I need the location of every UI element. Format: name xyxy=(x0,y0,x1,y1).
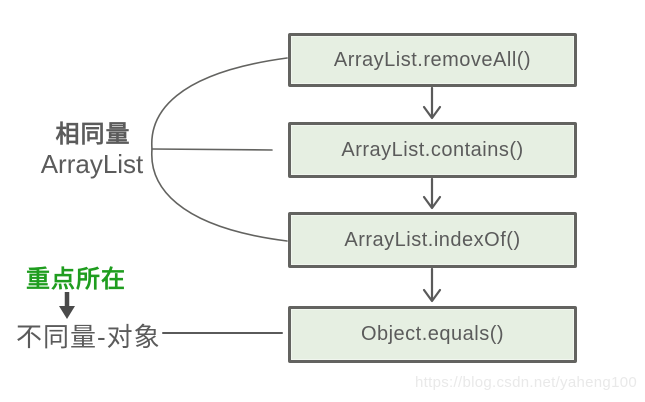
flow-box-equals: Object.equals() xyxy=(288,306,577,363)
flow-box-removeall-label: ArrayList.removeAll() xyxy=(333,48,532,71)
watermark-url: https://blog.csdn.net/yaheng100 xyxy=(415,374,637,391)
label-different-object: 不同量-对象 xyxy=(16,322,161,352)
flow-box-removeall: ArrayList.removeAll() xyxy=(288,33,577,87)
fan-curve-top xyxy=(151,57,288,150)
label-key-point: 重点所在 xyxy=(26,266,126,293)
flow-box-indexof-label: ArrayList.indexOf() xyxy=(344,228,521,251)
flow-box-indexof: ArrayList.indexOf() xyxy=(288,212,577,268)
label-arraylist: ArrayList xyxy=(40,149,144,179)
arrow-box2-box3 xyxy=(422,177,442,210)
flow-box-contains-label: ArrayList.contains() xyxy=(341,138,524,161)
flow-box-equals-label: Object.equals() xyxy=(360,323,505,345)
arrow-box3-box4 xyxy=(422,267,442,303)
label-same-quantity: 相同量 xyxy=(55,121,131,148)
fan-curve-bottom xyxy=(151,148,288,242)
arrow-box1-box2 xyxy=(422,86,442,120)
flow-box-contains: ArrayList.contains() xyxy=(288,122,577,178)
fan-line-middle xyxy=(151,148,273,151)
